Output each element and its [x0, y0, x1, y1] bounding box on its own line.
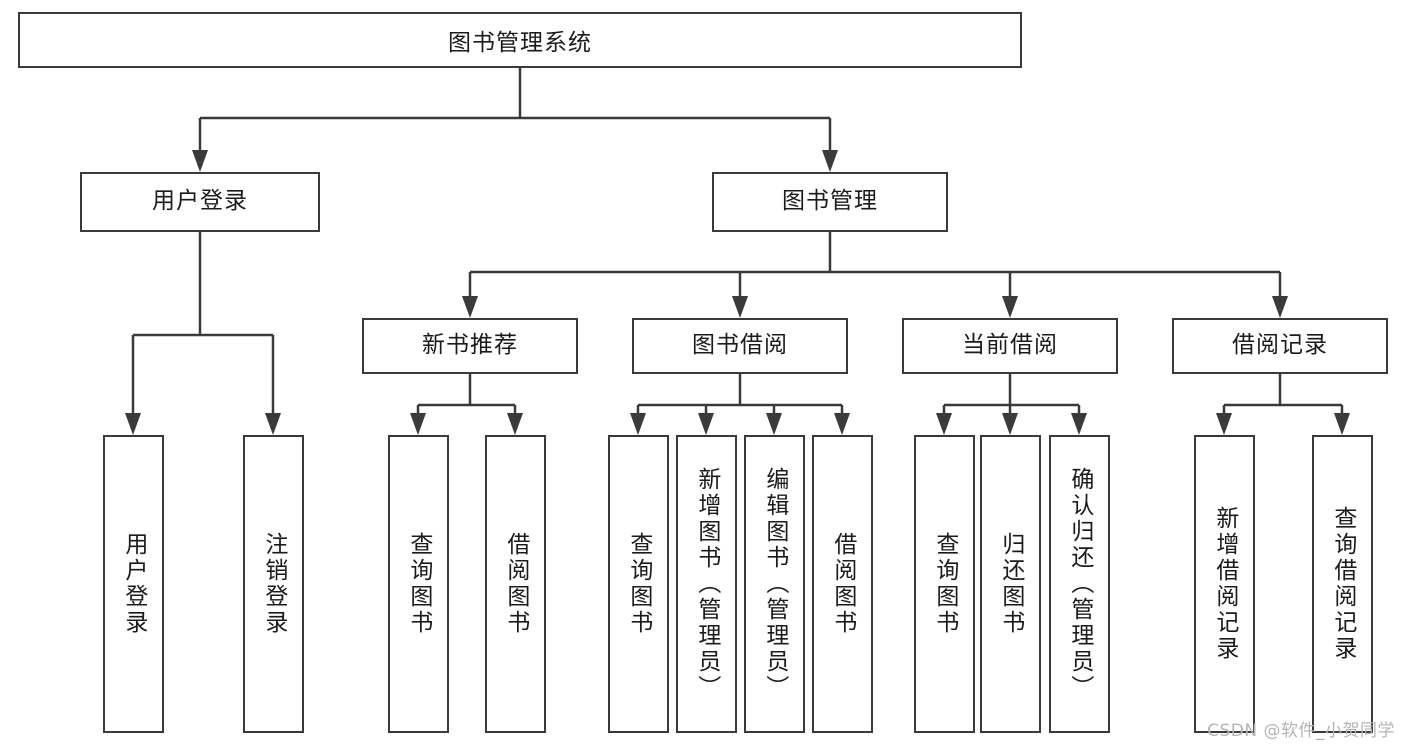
arrowhead-cb-leaf-2 [1002, 413, 1018, 435]
node-root-system-label: 图书管理系统 [448, 30, 592, 56]
leaf-current-borrow-confirm[interactable]: 确认归还（管理员） [1049, 435, 1110, 733]
node-borrow-record-label: 借阅记录 [1232, 332, 1328, 359]
arrowhead-user-login [192, 150, 208, 172]
arrowhead-bb-leaf-2 [698, 413, 714, 435]
leaf-current-borrow-return-label: 归还图书 [997, 532, 1024, 636]
leaf-book-borrow-query[interactable]: 查询图书 [608, 435, 669, 733]
leaf-current-borrow-confirm-label: 确认归还（管理员） [1066, 467, 1093, 701]
arrowhead-bb-leaf-4 [834, 413, 850, 435]
node-new-book-recommend-label: 新书推荐 [422, 332, 518, 359]
node-borrow-record[interactable]: 借阅记录 [1172, 318, 1388, 374]
leaf-new-book-borrow-label: 借阅图书 [502, 532, 529, 636]
arrowhead-br-leaf-2 [1334, 413, 1350, 435]
node-book-borrow[interactable]: 图书借阅 [632, 318, 848, 374]
arrowhead-current-borrow [1002, 296, 1018, 318]
leaf-book-borrow-add-label: 新增图书（管理员） [693, 467, 720, 701]
leaf-user-login-signin-label: 用户登录 [120, 532, 147, 636]
leaf-book-borrow-borrow[interactable]: 借阅图书 [812, 435, 873, 733]
leaf-book-borrow-edit-label: 编辑图书（管理员） [761, 467, 788, 701]
arrowhead-cb-leaf-1 [936, 413, 952, 435]
leaf-borrow-record-add-label: 新增借阅记录 [1211, 506, 1238, 662]
leaf-book-borrow-query-label: 查询图书 [625, 532, 652, 636]
arrowhead-leaf-user-login [125, 413, 141, 435]
arrowhead-leaf-logout [265, 413, 281, 435]
node-book-borrow-label: 图书借阅 [692, 332, 788, 359]
leaf-borrow-record-query[interactable]: 查询借阅记录 [1312, 435, 1373, 733]
leaf-user-login-signout-label: 注销登录 [260, 532, 287, 636]
node-new-book-recommend[interactable]: 新书推荐 [362, 318, 578, 374]
leaf-book-borrow-borrow-label: 借阅图书 [829, 532, 856, 636]
arrowhead-cb-leaf-3 [1071, 413, 1087, 435]
node-book-management[interactable]: 图书管理 [712, 172, 948, 232]
arrowhead-bb-leaf-3 [766, 413, 782, 435]
leaf-current-borrow-return[interactable]: 归还图书 [980, 435, 1041, 733]
node-user-login[interactable]: 用户登录 [80, 172, 320, 232]
arrowhead-new-book [462, 296, 478, 318]
node-current-borrow[interactable]: 当前借阅 [902, 318, 1118, 374]
leaf-current-borrow-query[interactable]: 查询图书 [914, 435, 975, 733]
leaf-current-borrow-query-label: 查询图书 [931, 532, 958, 636]
node-user-login-label: 用户登录 [152, 188, 248, 215]
arrowhead-br-leaf-1 [1216, 413, 1232, 435]
leaf-new-book-query[interactable]: 查询图书 [388, 435, 449, 733]
watermark: CSDN @软件_小贺同学 [1207, 721, 1395, 741]
leaf-user-login-signout[interactable]: 注销登录 [243, 435, 304, 733]
leaf-book-borrow-edit[interactable]: 编辑图书（管理员） [744, 435, 805, 733]
node-book-management-label: 图书管理 [782, 188, 878, 215]
arrowhead-nb-leaf-2 [507, 413, 523, 435]
arrowhead-book-borrow [732, 296, 748, 318]
node-root-system[interactable]: 图书管理系统 [18, 12, 1022, 68]
node-current-borrow-label: 当前借阅 [962, 332, 1058, 359]
leaf-user-login-signin[interactable]: 用户登录 [103, 435, 164, 733]
leaf-book-borrow-add[interactable]: 新增图书（管理员） [676, 435, 737, 733]
leaf-borrow-record-add[interactable]: 新增借阅记录 [1194, 435, 1255, 733]
leaf-borrow-record-query-label: 查询借阅记录 [1329, 506, 1356, 662]
arrowhead-book-manage [822, 150, 838, 172]
leaf-new-book-query-label: 查询图书 [405, 532, 432, 636]
arrowhead-borrow-record [1272, 296, 1288, 318]
arrowhead-nb-leaf-1 [410, 413, 426, 435]
leaf-new-book-borrow[interactable]: 借阅图书 [485, 435, 546, 733]
arrowhead-bb-leaf-1 [630, 413, 646, 435]
